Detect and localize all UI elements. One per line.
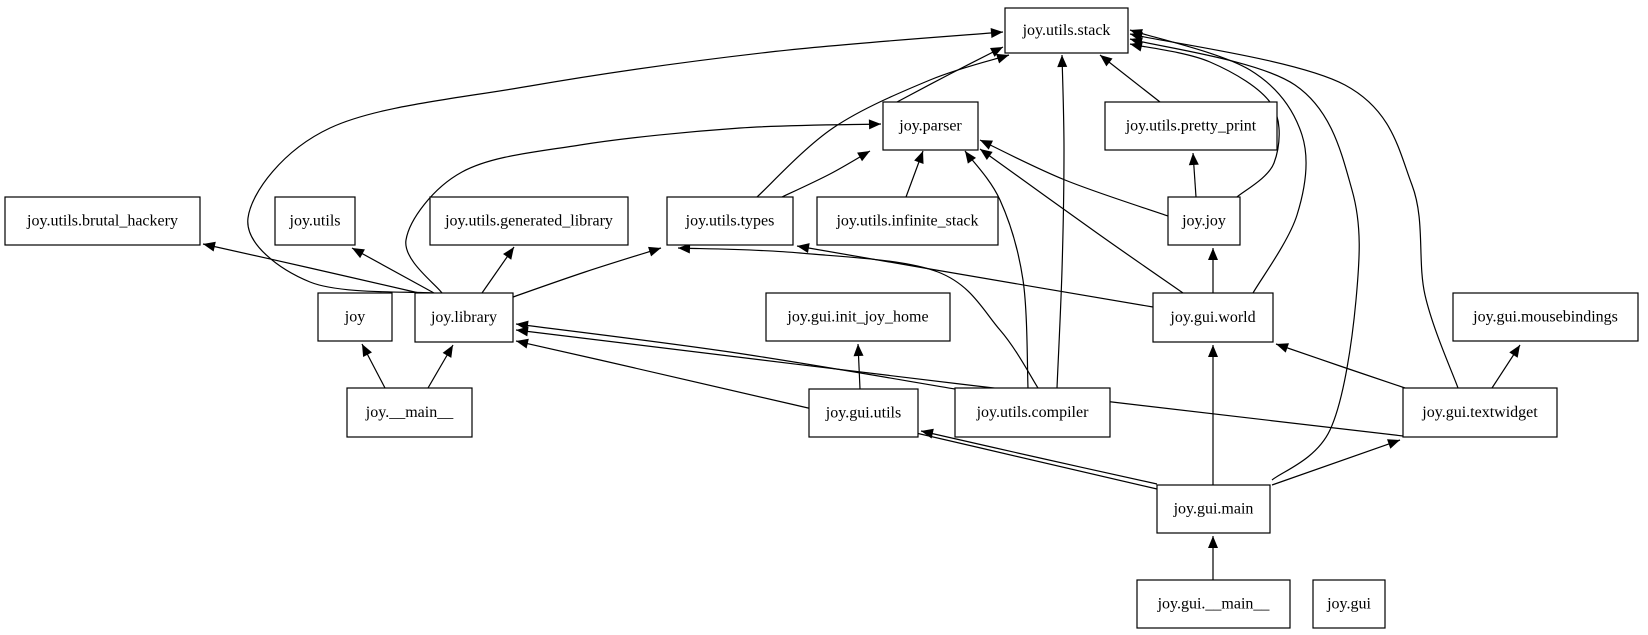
node-label-joy-gui: joy.gui xyxy=(1326,596,1371,613)
edge-joy-gui-utils-to-joy-gui-init-joy-home xyxy=(853,343,864,390)
node-box-joy-utils-pretty-print xyxy=(1104,101,1278,151)
node-joy-parser: joy.parser xyxy=(882,101,979,151)
node-box-joy-gui-main xyxy=(1156,484,1271,534)
edge-joy-main-to-joy-library xyxy=(427,344,454,389)
edge-joy-gui-textwidget-to-joy-gui-mousebindings xyxy=(1491,344,1521,389)
edge-joy-gui-world-to-joy-utils-stack xyxy=(1129,29,1307,294)
node-box-joy-library xyxy=(414,292,514,343)
node-joy-gui-world: joy.gui.world xyxy=(1152,292,1274,343)
node-joy-gui-mousebindings: joy.gui.mousebindings xyxy=(1452,292,1639,342)
node-joy-gui-main: joy.gui.main xyxy=(1156,484,1271,534)
edge-joy-library-to-joy-utils-stack xyxy=(247,28,1004,294)
node-box-joy-gui-mousebindings xyxy=(1452,292,1639,342)
node-label-joy-main: joy.__main__ xyxy=(365,404,454,421)
edge-joy-main-to-joy xyxy=(361,343,386,389)
node-joy-utils-brutal-hackery: joy.utils.brutal_hackery xyxy=(4,196,201,246)
edge-joy-utils-pretty-print-to-joy-utils-stack xyxy=(1099,54,1161,103)
edge-joy-joy-to-joy-utils-pretty-print xyxy=(1188,152,1199,198)
edge-joy-utils-compiler-to-joy-parser xyxy=(964,150,1029,389)
edge-joy-gui-textwidget-to-joy-library xyxy=(515,326,1404,437)
edge-joy-gui-world-to-joy-parser xyxy=(979,148,1184,294)
node-joy-utils-generated-library: joy.utils.generated_library xyxy=(429,196,629,246)
node-joy-gui-utils: joy.gui.utils xyxy=(808,388,919,438)
node-label-joy-gui-textwidget: joy.gui.textwidget xyxy=(1421,404,1538,421)
node-label-joy-utils-stack: joy.utils.stack xyxy=(1022,22,1111,39)
node-joy-main: joy.__main__ xyxy=(346,387,473,438)
node-label-joy-utils-pretty-print: joy.utils.pretty_print xyxy=(1125,118,1257,135)
node-box-joy-utils-stack xyxy=(1004,7,1129,54)
edge-joy-parser-to-joy-utils-stack xyxy=(896,46,1004,103)
edge-joy-utils-types-to-joy-utils-stack xyxy=(756,53,1010,198)
edge-joy-gui-main-to-joy-gui-textwidget xyxy=(1271,439,1401,486)
node-box-joy-utils-generated-library xyxy=(429,196,629,246)
edge-joy-gui-textwidget-to-joy-utils-stack xyxy=(1129,31,1459,389)
node-label-joy-joy: joy.joy xyxy=(1181,213,1226,230)
node-box-joy-joy xyxy=(1167,196,1241,246)
edge-joy-gui-textwidget-to-joy-gui-world xyxy=(1275,343,1406,389)
edge-joy-gui-main-to-joy-gui-utils xyxy=(920,428,1158,485)
node-joy-utils-infinite-stack: joy.utils.infinite_stack xyxy=(816,196,999,246)
node-joy-utils-compiler: joy.utils.compiler xyxy=(954,387,1111,438)
node-label-joy-gui-main: joy.gui.__main__ xyxy=(1157,596,1271,613)
node-label-joy-gui-init-joy-home: joy.gui.init_joy_home xyxy=(786,309,928,326)
node-label-joy-utils-brutal-hackery: joy.utils.brutal_hackery xyxy=(26,213,178,230)
node-label-joy-gui-world: joy.gui.world xyxy=(1169,309,1255,326)
node-box-joy-gui-world xyxy=(1152,292,1274,343)
node-joy-utils: joy.utils xyxy=(274,196,356,246)
node-label-joy-gui-mousebindings: joy.gui.mousebindings xyxy=(1472,309,1618,326)
node-joy-gui-init-joy-home: joy.gui.init_joy_home xyxy=(765,292,951,342)
node-joy-utils-pretty-print: joy.utils.pretty_print xyxy=(1104,101,1278,151)
node-joy: joy xyxy=(317,292,393,342)
node-label-joy-utils-types: joy.utils.types xyxy=(685,213,775,230)
edge-joy-utils-compiler-to-joy-utils-stack xyxy=(1056,54,1068,389)
node-label-joy-utils-generated-library: joy.utils.generated_library xyxy=(444,213,613,230)
edge-joy-utils-compiler-to-joy-utils-types xyxy=(677,243,1039,389)
node-box-joy-gui-utils xyxy=(808,388,919,438)
node-box-joy-utils xyxy=(274,196,356,246)
node-joy-gui-main: joy.gui.__main__ xyxy=(1136,579,1291,629)
node-joy-gui: joy.gui xyxy=(1312,579,1386,629)
node-box-joy-main xyxy=(346,387,473,438)
edge-joy-library-to-joy-utils xyxy=(351,247,435,294)
edge-joy-utils-compiler-to-joy-library xyxy=(515,320,956,390)
node-label-joy-library: joy.library xyxy=(430,309,497,326)
edge-joy-library-to-joy-utils-types xyxy=(512,246,662,298)
node-label-joy-utils-compiler: joy.utils.compiler xyxy=(976,404,1090,421)
edge-joy-gui-world-to-joy-utils-types xyxy=(796,243,1154,308)
node-label-joy: joy xyxy=(344,309,365,326)
node-box-joy-utils-brutal-hackery xyxy=(4,196,201,246)
node-joy-joy: joy.joy xyxy=(1167,196,1241,246)
edge-joy-utils-infinite-stack-to-joy-parser xyxy=(905,150,924,198)
node-label-joy-utils: joy.utils xyxy=(289,213,341,230)
node-box-joy-utils-types xyxy=(666,196,794,246)
edge-joy-joy-to-joy-parser xyxy=(979,139,1169,217)
node-label-joy-utils-infinite-stack: joy.utils.infinite_stack xyxy=(835,213,978,230)
edge-joy-utils-types-to-joy-parser xyxy=(781,150,871,198)
node-joy-gui-textwidget: joy.gui.textwidget xyxy=(1402,387,1558,438)
edge-joy-library-to-joy-utils-brutal-hackery xyxy=(202,241,420,294)
node-box-joy-gui-init-joy-home xyxy=(765,292,951,342)
node-box-joy xyxy=(317,292,393,342)
node-box-joy-utils-compiler xyxy=(954,387,1111,438)
node-box-joy-parser xyxy=(882,101,979,151)
node-box-joy-gui-textwidget xyxy=(1402,387,1558,438)
edge-joy-gui-main-to-joy-library xyxy=(515,338,1158,490)
node-joy-utils-types: joy.utils.types xyxy=(666,196,794,246)
node-label-joy-gui-utils: joy.gui.utils xyxy=(825,405,901,422)
node-joy-library: joy.library xyxy=(414,292,514,343)
node-box-joy-gui xyxy=(1312,579,1386,629)
edge-joy-library-to-joy-utils-generated-library xyxy=(481,246,515,294)
node-joy-utils-stack: joy.utils.stack xyxy=(1004,7,1129,54)
node-box-joy-utils-infinite-stack xyxy=(816,196,999,246)
node-label-joy-parser: joy.parser xyxy=(898,118,962,135)
node-label-joy-gui-main: joy.gui.main xyxy=(1173,501,1254,518)
node-box-joy-gui-main xyxy=(1136,579,1291,629)
edge-joy-library-to-joy-parser xyxy=(405,119,882,294)
edge-joy-gui-main-to-joy-utils-stack xyxy=(1129,37,1360,481)
